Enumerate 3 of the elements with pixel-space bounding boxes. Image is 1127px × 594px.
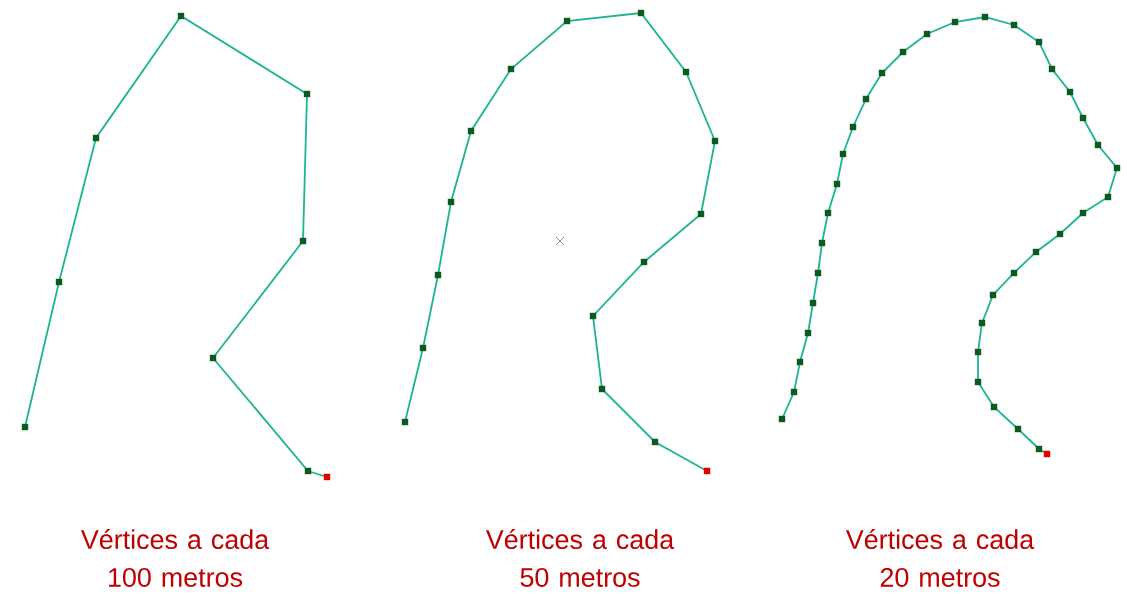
caption: Vértices a cada 50 metros	[485, 529, 675, 587]
caption: Vértices a cada 20 metros	[845, 529, 1035, 587]
caption: Vértices a cada 100 metros	[80, 529, 270, 587]
